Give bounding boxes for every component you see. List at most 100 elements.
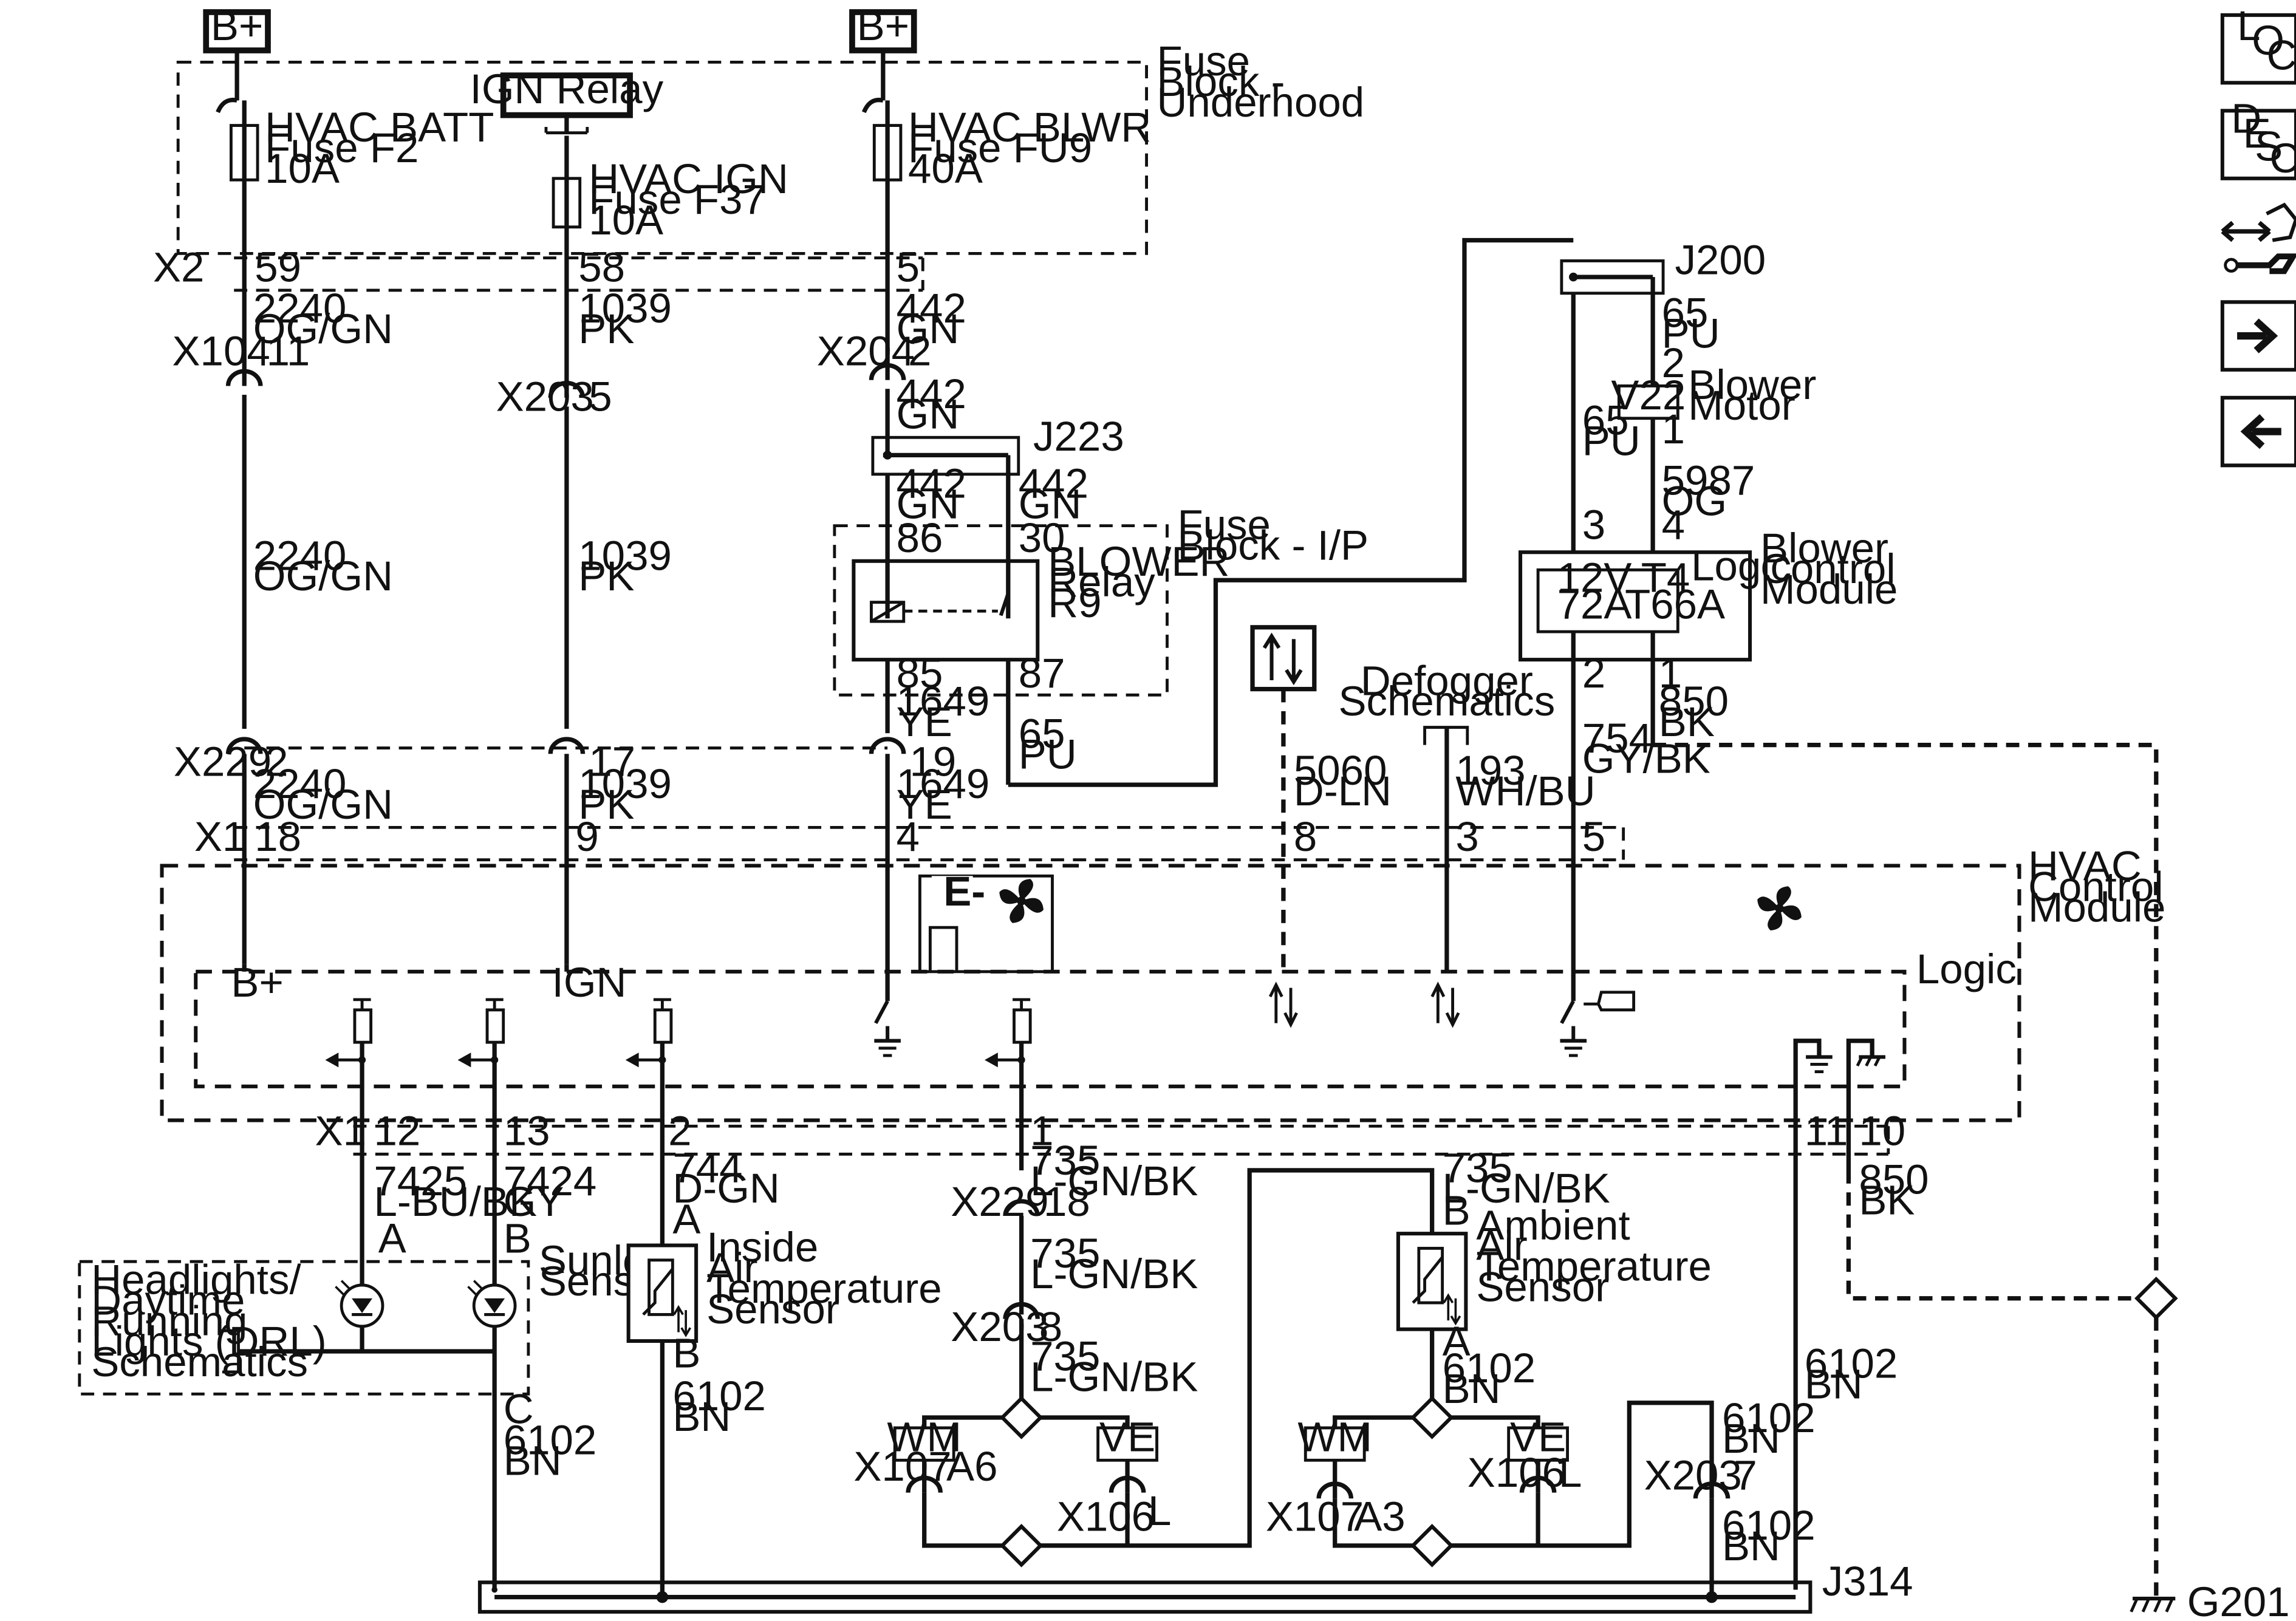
- schematic-label: 65: [1019, 710, 1065, 757]
- schematic-label: Headlights/: [91, 1255, 301, 1303]
- photodiode-icon: [335, 1280, 384, 1328]
- j223-splice: [871, 435, 1020, 476]
- schematic-label: GY/BK: [1582, 735, 1710, 782]
- schematic-label: BLOWER: [1048, 537, 1229, 585]
- schematic-label: 40A: [908, 145, 983, 192]
- schematic-label: 4: [1662, 500, 1685, 548]
- schematic-label: PK: [578, 305, 634, 352]
- schematic-label: B+: [231, 958, 283, 1006]
- schematic-label: 1039: [578, 284, 672, 332]
- schematic-label: 1039: [578, 760, 672, 807]
- schematic-label: BN: [1722, 1415, 1780, 1462]
- ign-relay-source: IGN Relay: [470, 65, 664, 118]
- schematic-label: HVAC IGN: [589, 155, 788, 202]
- schematic-label: X229: [951, 1178, 1048, 1225]
- schematic-label: L: [1148, 1487, 1171, 1534]
- pullup-resistor: [985, 998, 1032, 1170]
- schematic-label: S: [2255, 123, 2283, 170]
- schematic-label: 12V: [1557, 554, 1632, 601]
- schematic-label: 744: [672, 1144, 742, 1191]
- schematic-label: V22: [1611, 371, 1686, 418]
- schematic-label: Blower: [1760, 524, 1888, 572]
- schematic-label: 86: [897, 514, 943, 561]
- fuse-block-underhood-frame: [176, 60, 1148, 255]
- schematic-label: 7424: [504, 1157, 597, 1204]
- schematic-label: OG/GN: [253, 780, 393, 828]
- schematic-label: Module: [2028, 883, 2165, 930]
- schematic-label: C: [2269, 134, 2296, 182]
- schematic-label: X106: [1467, 1449, 1565, 1496]
- schematic-label: Defogger: [1361, 657, 1533, 704]
- schematic-label: PK: [578, 552, 634, 599]
- inline-diamond: [1410, 1396, 1454, 1439]
- schematic-label: 735: [1030, 1136, 1100, 1184]
- schematic-label: WM: [887, 1413, 962, 1461]
- schematic-label: HVAC BATT: [265, 103, 494, 151]
- schematic-label: WM: [1297, 1413, 1372, 1461]
- schematic-label: Sensor: [1476, 1263, 1609, 1311]
- photodiode-icon: [467, 1280, 517, 1328]
- schematic-label: B+: [857, 2, 909, 49]
- schematic-label: Fuse F37: [589, 176, 766, 223]
- schematic-label: X1: [315, 1107, 366, 1155]
- schematic-label: BN: [1722, 1522, 1780, 1569]
- schematic-label: Daytime: [91, 1276, 245, 1323]
- inline-diamond: [999, 1524, 1044, 1568]
- fan-icon: [1757, 886, 1802, 930]
- schematic-label: 2240: [253, 531, 347, 579]
- schematic-label: WH/BU: [1455, 767, 1595, 814]
- schematic-label: GN: [1019, 480, 1082, 528]
- schematic-label: Blower: [1688, 361, 1816, 408]
- schematic-label: L-GN/BK: [1443, 1164, 1610, 1212]
- schematic-label: T4: [1641, 554, 1690, 601]
- inline-diamond: [1410, 1524, 1454, 1568]
- schematic-label: 1649: [897, 677, 990, 725]
- schematic-label: T66A: [1625, 580, 1725, 627]
- schematic-label: 7: [1734, 1452, 1757, 1499]
- schematic-label: 5: [1582, 813, 1605, 860]
- schematic-label: 442: [897, 460, 966, 507]
- schematic-label: B: [1443, 1187, 1471, 1234]
- schematic-label: A: [378, 1215, 406, 1262]
- schematic-label: 6102: [1722, 1394, 1816, 1441]
- connector-tool-icon[interactable]: [2221, 202, 2296, 275]
- schematic-label: 58: [578, 243, 625, 290]
- schematic-label: Logic: [1916, 945, 2017, 992]
- schematic-label: A: [672, 1195, 700, 1243]
- schematic-label: 3: [1455, 813, 1478, 860]
- inline-diamond: [999, 1396, 1044, 1439]
- previous-arrow-button[interactable]: [2220, 395, 2296, 468]
- schematic-label: 6102: [672, 1372, 766, 1419]
- schematic-label: C: [2267, 31, 2296, 78]
- schematic-label: 1: [1030, 1107, 1053, 1155]
- schematic-label: Control: [1760, 545, 1896, 592]
- desc-button[interactable]: D E S C: [2220, 95, 2296, 182]
- schematic-label: OG/GN: [253, 305, 393, 352]
- schematic-label: 6102: [1722, 1501, 1816, 1549]
- schematic-label: Schematics: [1338, 677, 1555, 725]
- schematic-label: X204: [817, 327, 915, 375]
- schematic-label: Motor: [1688, 381, 1795, 429]
- schematic-label: 442: [897, 284, 966, 332]
- schematic-label: OG/GN: [253, 552, 393, 599]
- schematic-label: 8: [1039, 1303, 1062, 1350]
- schematic-label: YE: [897, 698, 952, 745]
- schematic-label: L: [1559, 1449, 1582, 1496]
- schematic-label: D-LN: [1294, 767, 1392, 814]
- schematic-label: 193: [1455, 746, 1525, 794]
- schematic-label: B+: [211, 2, 263, 49]
- b-plus-source-right: B+: [849, 2, 917, 53]
- inline-diamond: [2134, 1276, 2178, 1320]
- schematic-label: B: [504, 1215, 531, 1262]
- schematic-label: B: [672, 1329, 700, 1377]
- schematic-label: 850: [1659, 677, 1729, 725]
- schematic-label: X229: [174, 738, 272, 785]
- loc-button[interactable]: L O C: [2220, 2, 2296, 85]
- data-link-icon: [1250, 625, 1317, 692]
- schematic-label: 10A: [589, 196, 663, 244]
- next-arrow-button[interactable]: [2220, 300, 2296, 372]
- schematic-label: 735: [1030, 1332, 1100, 1379]
- schematic-label: Fuse FU9: [908, 124, 1092, 171]
- schematic-label: Ambient: [1476, 1201, 1630, 1249]
